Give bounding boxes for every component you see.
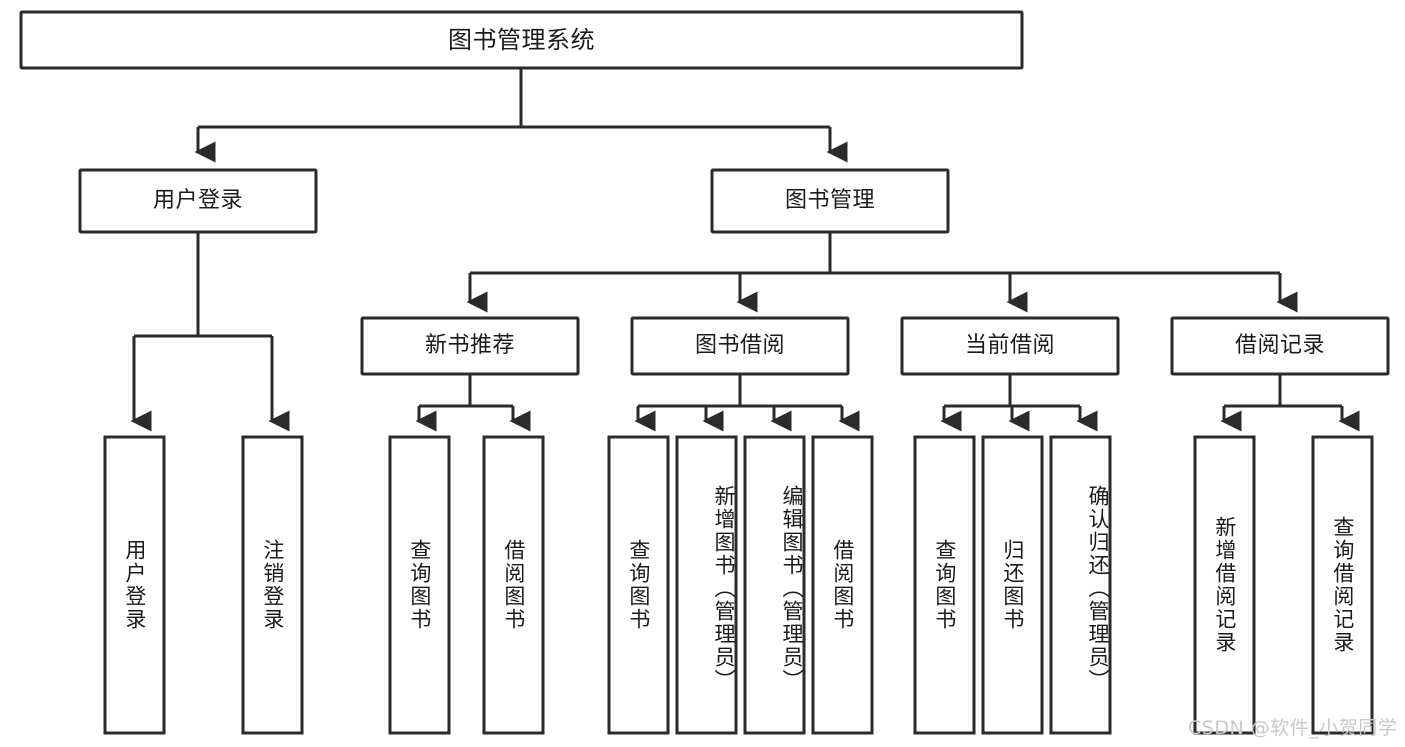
leaf-box-new-book-1[interactable] <box>482 435 545 735</box>
leaf-box-book-borrow-2[interactable] <box>743 435 806 735</box>
node-box-book-management[interactable] <box>710 168 950 234</box>
leaf-box-current-borrow-1[interactable] <box>981 435 1044 735</box>
leaf-box-user-login-1[interactable] <box>241 435 304 735</box>
csdn-watermark: CSDN @软件_小贺同学 <box>1188 717 1398 739</box>
node-box-borrow-record[interactable] <box>1170 316 1390 376</box>
leaf-box-borrow-record-0[interactable] <box>1193 435 1256 735</box>
leaf-box-current-borrow-2[interactable] <box>1049 435 1112 735</box>
leaf-box-book-borrow-3[interactable] <box>811 435 874 735</box>
node-box-current-borrow[interactable] <box>900 316 1120 376</box>
leaf-box-new-book-0[interactable] <box>388 435 451 735</box>
leaf-box-current-borrow-0[interactable] <box>913 435 976 735</box>
node-box-new-book-recommend[interactable] <box>360 316 580 376</box>
node-box-root[interactable] <box>19 10 1024 70</box>
leaf-box-user-login-0[interactable] <box>103 435 166 735</box>
node-box-book-borrow[interactable] <box>630 316 850 376</box>
node-box-user-login[interactable] <box>78 168 318 234</box>
leaf-box-book-borrow-1[interactable] <box>675 435 738 735</box>
leaf-box-book-borrow-0[interactable] <box>607 435 670 735</box>
leaf-box-borrow-record-1[interactable] <box>1311 435 1374 735</box>
